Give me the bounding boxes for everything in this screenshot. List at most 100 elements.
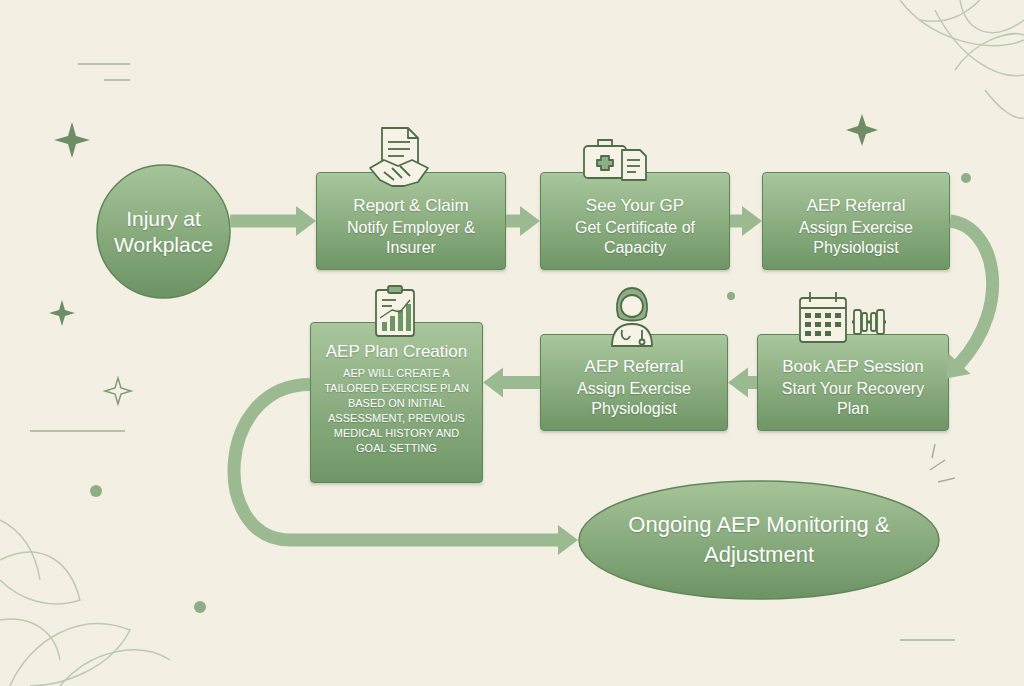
star-decoration-part [846, 114, 878, 146]
dot-decoration-part [961, 173, 971, 183]
process-box: Book AEP SessionStart Your Recovery Plan [757, 334, 949, 431]
ellipse-outline [578, 480, 940, 600]
node-body: Start Your Recovery Plan [778, 379, 928, 419]
report-icon-part [370, 160, 428, 186]
medical-kit-icon-part [627, 171, 636, 173]
calendar-dumbbell-icon-part [835, 292, 837, 302]
arrow-head [520, 206, 540, 236]
report-icon-part [388, 141, 410, 143]
ellipse-shape [97, 165, 230, 298]
line-decoration-part [104, 79, 130, 81]
clipboard-chart-icon-part [382, 299, 396, 301]
clipboard-chart-icon-part [382, 305, 392, 307]
leaf-decoration-part [0, 520, 40, 580]
medical-kit-icon-part [622, 150, 646, 180]
calendar-dumbbell-icon-part-part [835, 313, 841, 318]
flow-arrow [728, 368, 757, 398]
node-heading: See Your GP [586, 195, 684, 216]
calendar-dumbbell-icon-part [871, 313, 876, 331]
clipboard-chart-icon-part-part [390, 316, 395, 331]
dot-decoration-part [90, 485, 102, 497]
arrow-head [742, 206, 762, 236]
calendar-dumbbell-icon-part [852, 321, 886, 324]
arrow-shaft [502, 376, 540, 389]
medical-kit-icon-part [597, 156, 613, 170]
process-box: AEP ReferralAssign Exercise Physiologist [762, 172, 950, 270]
node-body: Get Certificate of Capacity [561, 218, 709, 258]
star-outline [105, 378, 131, 404]
calendar-dumbbell-icon-part [800, 298, 846, 342]
calendar-dumbbell-icon-part [800, 307, 846, 309]
calendar-dumbbell-icon-part-part [825, 331, 831, 336]
calendar-dumbbell-icon-part-part [825, 322, 831, 327]
leaf-decoration-part [10, 624, 130, 686]
node-body: AEP WILL CREATE A TAILORED EXERCISE PLAN… [319, 366, 474, 456]
ellipse-shape [579, 481, 939, 599]
medical-kit-icon [584, 140, 646, 180]
process-box: AEP Plan CreationAEP WILL CREATE A TAILO… [310, 322, 483, 483]
line-decoration-part [938, 478, 955, 482]
calendar-dumbbell-icon-part-part [835, 322, 841, 327]
node-heading: Injury at Workplace [105, 206, 223, 258]
process-box: Report & ClaimNotify Employer & Insurer [316, 172, 506, 270]
node-heading: Ongoing AEP Monitoring & Adjustment [614, 510, 904, 570]
line-decoration-part [900, 639, 955, 641]
arrow-head [558, 525, 578, 555]
arrow-shaft [950, 221, 993, 364]
node-heading: AEP Referral [585, 356, 684, 377]
dot-decoration-part [727, 292, 735, 300]
node-heading: AEP Referral [807, 195, 906, 216]
report-icon-part [408, 128, 418, 138]
medical-kit-icon-part [598, 140, 612, 146]
star-decoration-part [54, 122, 90, 158]
flow-arrow [946, 221, 993, 379]
calendar-dumbbell-icon-part [877, 310, 884, 334]
report-icon [370, 128, 428, 186]
leaf-decoration-part [935, 10, 1024, 76]
calendar-dumbbell-icon-part-part [815, 322, 821, 327]
calendar-dumbbell-icon-part [805, 313, 841, 336]
terminal-ellipse: Ongoing AEP Monitoring & Adjustment [578, 480, 940, 600]
flow-arrow [506, 206, 540, 236]
line-decoration-part [78, 63, 130, 65]
process-box: See Your GPGet Certificate of Capacity [540, 172, 730, 270]
star-decoration-part [49, 300, 75, 326]
clipboard-chart-icon-part [382, 304, 411, 331]
calendar-dumbbell-icon-part-part [805, 331, 811, 336]
medical-kit-icon-part [584, 146, 626, 178]
leaf-decoration-part [920, 0, 980, 21]
leaf-decoration-part [900, 0, 1024, 46]
medical-kit-icon-part [627, 165, 640, 167]
terminal-ellipse: Injury at Workplace [96, 164, 231, 299]
report-icon-part [384, 166, 410, 180]
clipboard-chart-icon-part [388, 286, 402, 293]
leaf-decoration-part [955, 34, 1024, 70]
calendar-dumbbell-icon-part-part [825, 313, 831, 318]
node-heading: Report & Claim [353, 195, 468, 216]
flow-arrow [483, 368, 540, 398]
physiologist-icon [612, 288, 652, 346]
leaf-decoration-part [960, 0, 1024, 33]
clipboard-chart-icon-part-part [382, 322, 387, 331]
node-body: Notify Employer & Insurer [337, 218, 485, 258]
report-icon-part [388, 155, 404, 157]
arrow-shaft [730, 215, 743, 228]
leaf-decoration-part [60, 650, 170, 686]
node-heading: AEP Plan Creation [326, 341, 467, 362]
calendar-dumbbell-icon-part-part [815, 313, 821, 318]
line-decoration-part [930, 460, 945, 470]
calendar-dumbbell-icon-part-part [815, 331, 821, 336]
flow-arrow [730, 206, 762, 236]
arrow-head [728, 368, 748, 398]
clipboard-chart-icon [376, 286, 414, 336]
physiologist-icon-part [622, 330, 642, 340]
node-body: Assign Exercise Physiologist [561, 379, 707, 419]
calendar-dumbbell-icon-part-part [805, 322, 811, 327]
medical-kit-icon-part [627, 159, 640, 161]
clipboard-chart-icon-part-part [406, 304, 411, 331]
leaf-decoration-part [985, 90, 1024, 118]
physiologist-icon-part [617, 288, 647, 321]
leaf-decoration-part [0, 552, 80, 604]
ellipse-outline [96, 164, 231, 299]
